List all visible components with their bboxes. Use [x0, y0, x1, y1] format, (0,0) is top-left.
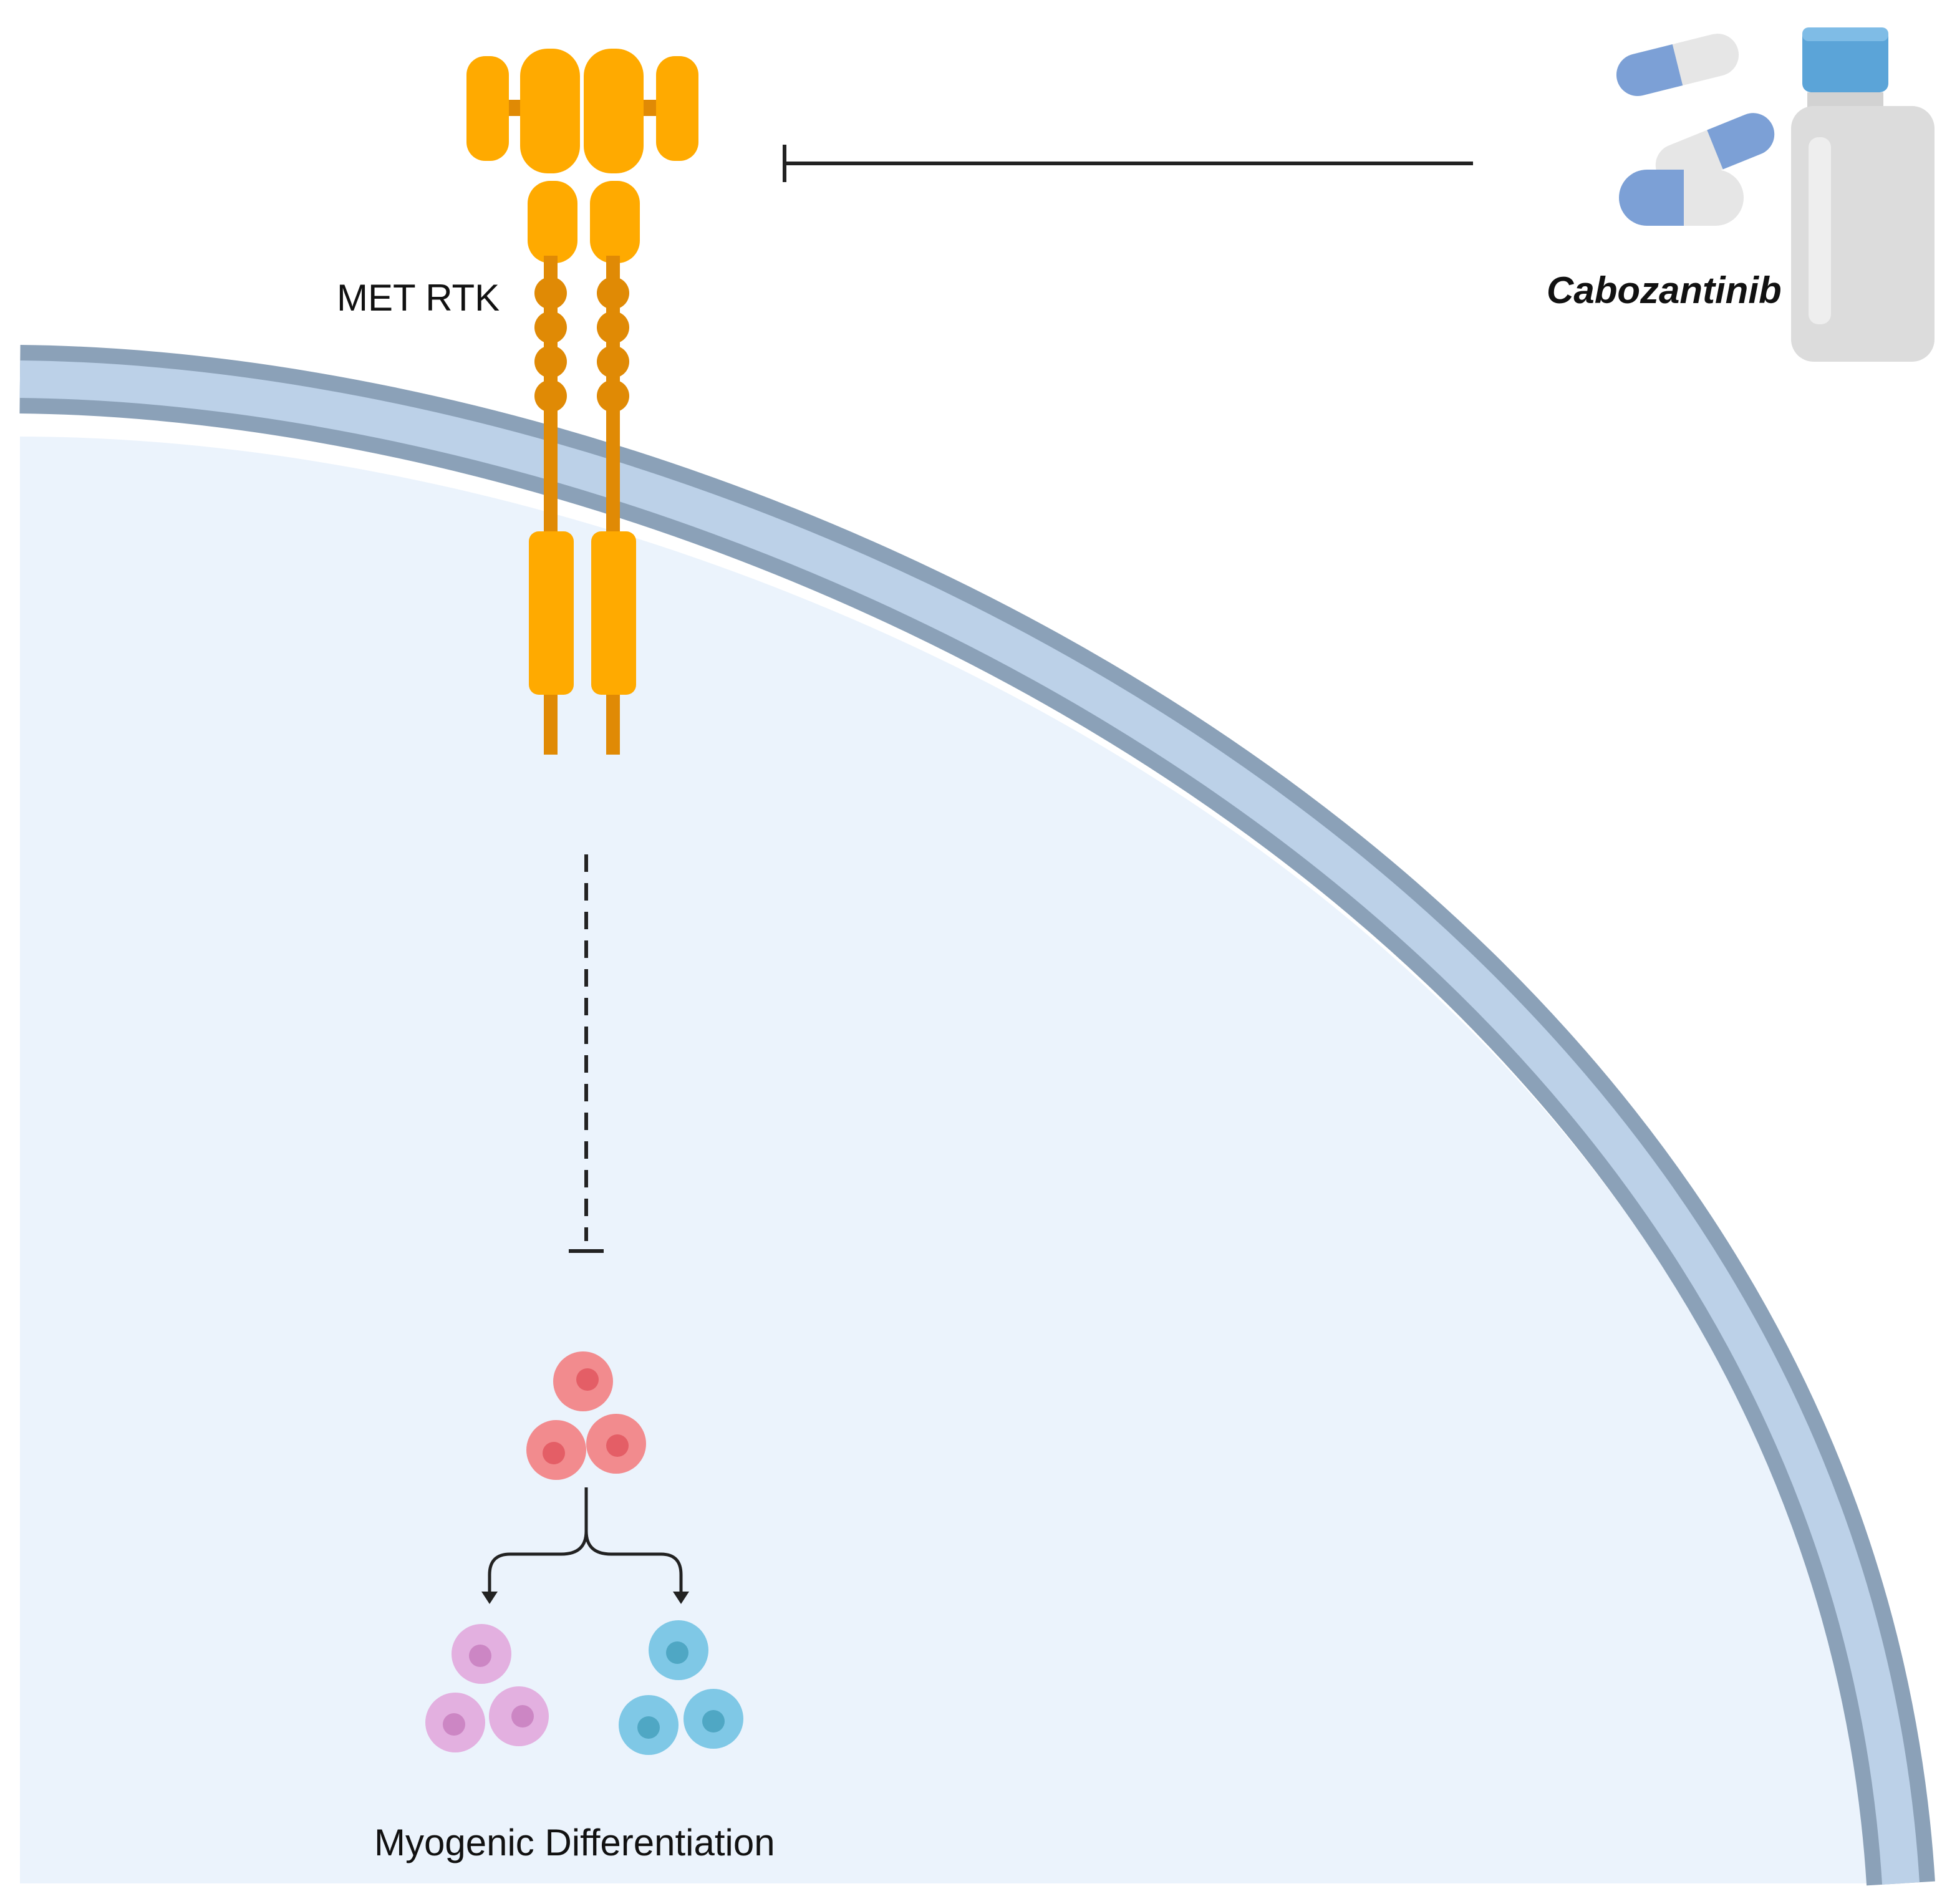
arrow-heads — [481, 1592, 689, 1604]
met-receptor-icon — [466, 49, 698, 755]
cell-membrane-inner — [19, 360, 1920, 1885]
differentiation-branch-arrows — [488, 1487, 683, 1593]
drug-label: Cabozantinib — [1547, 269, 1782, 311]
cell-cluster-icon — [425, 1624, 549, 1752]
capsule-pill-icon — [1616, 34, 1775, 226]
receptor-side-domain-left — [466, 56, 509, 161]
receptor-side-domain-right — [656, 56, 698, 161]
dashed-inhibition-line — [569, 854, 604, 1253]
receptor-head-right — [584, 49, 644, 173]
cell — [19, 345, 1935, 1886]
receptor-head-left — [520, 49, 580, 173]
receptor-kinase-right — [591, 531, 636, 695]
receptor-stalk-left — [528, 181, 577, 263]
receptor-kinase-left — [529, 531, 574, 695]
receptor-beads — [534, 277, 629, 412]
cell-cluster-icon — [526, 1351, 646, 1480]
receptor-label: MET RTK — [337, 277, 500, 319]
receptor-stalk-right — [590, 181, 640, 263]
cytoplasm — [20, 437, 1868, 1883]
outcome-label: Myogenic Differentiation — [374, 1822, 775, 1863]
drug-inhibition-arrow — [783, 145, 1473, 182]
medicine-bottle-icon — [1791, 27, 1935, 362]
cell-cluster-icon — [619, 1620, 743, 1755]
